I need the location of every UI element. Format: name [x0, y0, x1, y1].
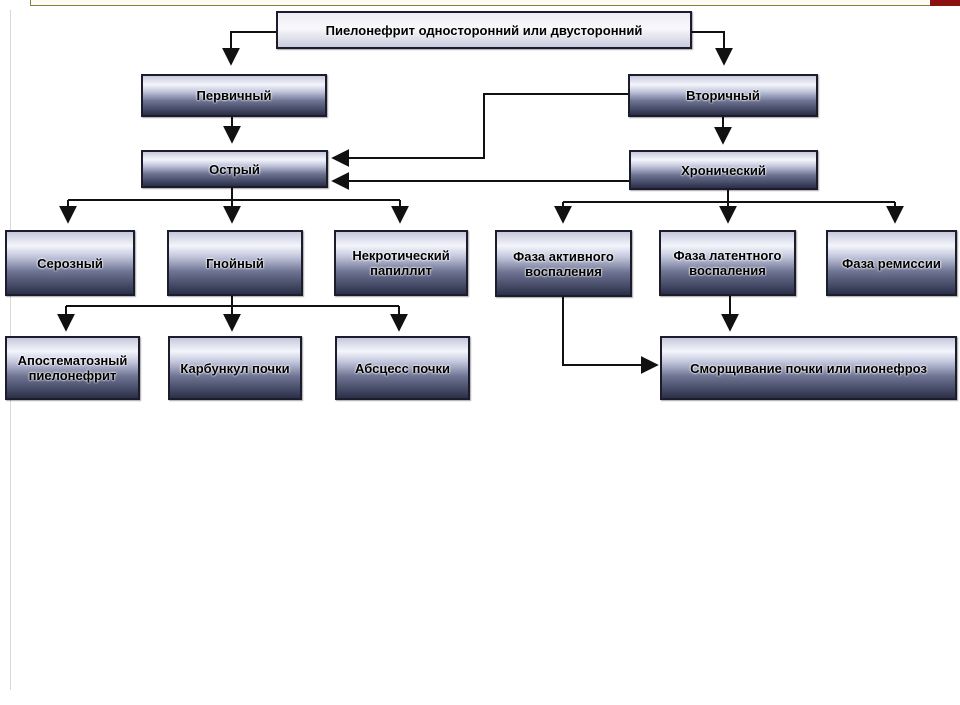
node-primary-label: Первичный — [196, 88, 272, 103]
node-shrinkage-label: Сморщивание почки или пионефроз — [690, 360, 927, 376]
node-shrinkage: Сморщивание почки или пионефроз — [660, 336, 957, 400]
node-secondary: Вторичный — [628, 74, 818, 117]
node-purulent: Гнойный — [167, 230, 303, 296]
node-serous: Серозный — [5, 230, 135, 296]
node-necrotic-papillitis: Некротический папиллит — [334, 230, 468, 296]
node-remission-phase-label: Фаза ремиссии — [842, 255, 941, 271]
node-carbuncle-label: Карбункул почки — [180, 360, 290, 376]
node-chronic: Хронический — [629, 150, 818, 190]
node-abscess: Абсцесс почки — [335, 336, 470, 400]
node-apostematous-label: Апостематозный пиелонефрит — [17, 353, 128, 383]
node-purulent-label: Гнойный — [206, 255, 264, 271]
node-necrotic-papillitis-label: Некротический папиллит — [352, 248, 450, 278]
arrow-root-primary — [222, 31, 276, 66]
node-active-phase: Фаза активного воспаления — [495, 230, 632, 297]
node-chronic-label: Хронический — [681, 162, 766, 178]
node-acute-label: Острый — [209, 161, 260, 177]
node-carbuncle: Карбункул почки — [168, 336, 302, 400]
node-secondary-label: Вторичный — [686, 88, 760, 103]
node-remission-phase: Фаза ремиссии — [826, 230, 957, 296]
node-active-phase-label: Фаза активного воспаления — [513, 248, 614, 279]
node-pyelonephritis-label: Пиелонефрит односторонний или двусторонн… — [325, 22, 643, 38]
arrow-secondary-acute — [331, 93, 628, 167]
node-apostematous: Апостематозный пиелонефрит — [5, 336, 140, 400]
arrow-root-secondary — [692, 31, 733, 66]
node-serous-label: Серозный — [37, 255, 103, 271]
node-pyelonephritis: Пиелонефрит односторонний или двусторонн… — [276, 11, 692, 49]
node-latent-phase: Фаза латентного воспаления — [659, 230, 796, 296]
node-latent-phase-label: Фаза латентного воспаления — [673, 248, 782, 278]
node-primary: Первичный — [141, 74, 327, 117]
arrow-active-shrinkage — [562, 297, 659, 374]
corner-accent — [930, 0, 960, 6]
node-acute: Острый — [141, 150, 328, 188]
node-abscess-label: Абсцесс почки — [355, 360, 450, 376]
